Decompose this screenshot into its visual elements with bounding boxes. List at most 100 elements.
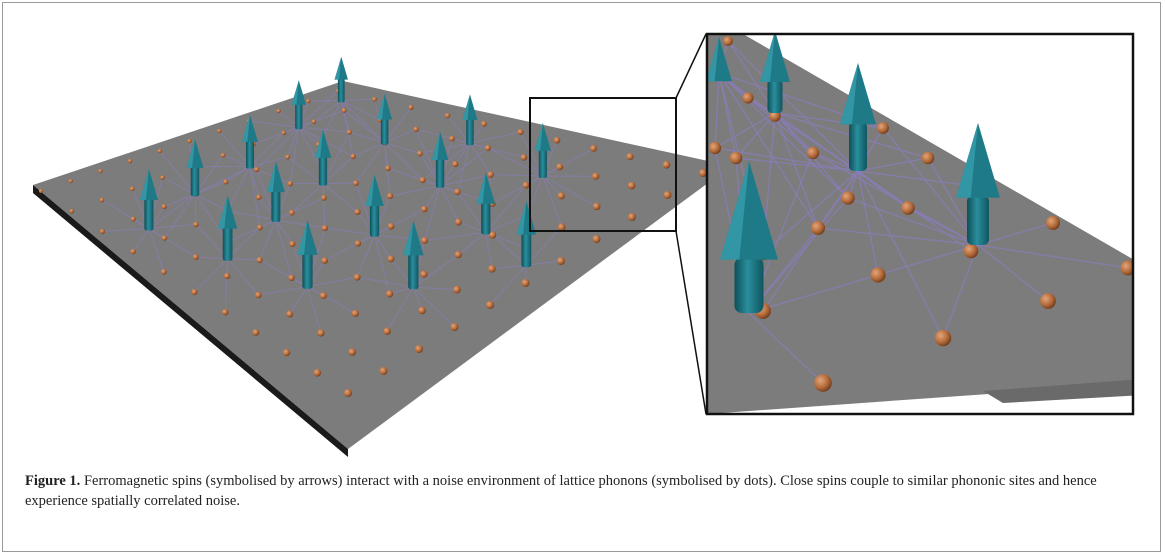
phonon-dot bbox=[592, 172, 600, 180]
inset-phonon-dot bbox=[901, 201, 915, 215]
inset-spin-arrow bbox=[760, 34, 790, 113]
phonon-dot bbox=[287, 180, 294, 187]
phonon-dot bbox=[557, 223, 566, 232]
phonon-dot bbox=[590, 144, 597, 152]
zoom-selection-box bbox=[529, 97, 677, 232]
spin-arrow bbox=[334, 56, 348, 103]
phonon-dot bbox=[387, 222, 395, 230]
phonon-dot bbox=[161, 204, 167, 210]
inset-phonon-dot bbox=[742, 92, 754, 104]
zoom-connector-top bbox=[675, 33, 707, 99]
phonon-dot bbox=[221, 308, 229, 316]
inset-spin-arrow bbox=[840, 63, 876, 171]
phonon-dot bbox=[286, 310, 294, 318]
inset-phonon-dot bbox=[814, 374, 832, 392]
phonon-dot bbox=[556, 163, 564, 171]
phonon-dot bbox=[553, 136, 561, 144]
phonon-dot bbox=[454, 188, 461, 196]
phonon-dot bbox=[127, 158, 133, 164]
phonon-dot bbox=[255, 291, 262, 299]
phonon-dot bbox=[346, 129, 352, 135]
phonon-dot bbox=[354, 240, 362, 247]
inset-phonon-dot bbox=[708, 141, 722, 155]
phonon-dot bbox=[481, 120, 487, 127]
inset-phonon-dot bbox=[934, 329, 952, 347]
spin-arrows bbox=[139, 56, 552, 290]
phonon-dot bbox=[557, 192, 565, 200]
phonon-dot bbox=[344, 389, 352, 397]
phonon-dot bbox=[348, 348, 357, 356]
phonon-dot bbox=[130, 248, 136, 255]
spin-arrow bbox=[314, 129, 332, 186]
inset-phonon-dot bbox=[841, 191, 855, 205]
phonon-dot bbox=[256, 194, 262, 200]
phonon-dot bbox=[351, 309, 359, 318]
phonon-dot bbox=[256, 256, 263, 264]
phonon-dot bbox=[276, 108, 281, 114]
phonon-dot bbox=[415, 345, 423, 353]
phonon-dot bbox=[408, 104, 414, 110]
phonon-dot bbox=[157, 148, 162, 154]
phonon-dot bbox=[419, 176, 426, 184]
phonon-dot bbox=[354, 208, 361, 216]
phonon-dot bbox=[592, 235, 601, 243]
phonon-dot bbox=[489, 231, 497, 239]
phonon-dot bbox=[383, 327, 391, 336]
phonon-dot bbox=[281, 130, 287, 136]
phonon-dot bbox=[449, 135, 455, 142]
spin-arrow bbox=[139, 169, 159, 231]
phonon-dot bbox=[626, 152, 634, 161]
slab-front-edge bbox=[33, 185, 348, 457]
phonon-dot bbox=[387, 192, 394, 200]
phonon-dot bbox=[421, 236, 429, 244]
phonon-dot bbox=[320, 194, 327, 201]
phonon-dot bbox=[192, 254, 199, 260]
inset-phonon-dot bbox=[806, 146, 820, 160]
phonon-dot bbox=[69, 208, 75, 214]
phonon-dot bbox=[417, 150, 423, 157]
phonon-dot bbox=[319, 292, 327, 300]
zoom-connector-bottom bbox=[675, 230, 707, 415]
phonon-dot bbox=[285, 154, 291, 160]
spin-arrow bbox=[462, 94, 478, 146]
phonon-dot bbox=[193, 221, 199, 228]
phonon-dot bbox=[517, 128, 524, 136]
phonon-dot bbox=[161, 235, 168, 241]
phonon-dot bbox=[454, 250, 462, 259]
spin-arrow bbox=[217, 195, 238, 261]
inset-phonon-dot bbox=[877, 122, 889, 134]
phonon-dot bbox=[662, 160, 671, 169]
zoom-inset bbox=[705, 32, 1135, 416]
phonon-dot bbox=[220, 152, 226, 158]
phonon-dot bbox=[187, 138, 192, 144]
phonon-dot bbox=[444, 112, 451, 119]
spin-arrow bbox=[377, 93, 393, 145]
spin-arrow bbox=[266, 161, 285, 222]
inset-spin-arrow bbox=[720, 161, 778, 313]
phonon-dot bbox=[488, 264, 496, 273]
phonon-dot bbox=[313, 368, 322, 377]
phonon-dot bbox=[379, 367, 388, 375]
inset-phonon-dot bbox=[729, 151, 743, 165]
spin-arrow bbox=[476, 172, 496, 235]
spin-arrow bbox=[534, 123, 552, 178]
phonon-dot bbox=[385, 165, 391, 172]
inset-phonon-dot bbox=[1040, 293, 1056, 309]
inset-phonon-dot bbox=[1046, 216, 1060, 230]
phonon-dot bbox=[160, 175, 165, 180]
phonon-dot bbox=[288, 209, 295, 216]
phonon-dot bbox=[321, 224, 328, 232]
phonon-dot bbox=[372, 96, 377, 102]
inset-phonon-dot bbox=[921, 151, 935, 165]
phonon-dot bbox=[191, 288, 198, 296]
zoom-inset-border bbox=[705, 32, 1135, 416]
phonon-dot bbox=[418, 306, 426, 315]
phonon-dot bbox=[627, 181, 636, 190]
inset-phonon-dot bbox=[769, 110, 781, 122]
phonon-dot bbox=[223, 179, 229, 185]
caption-text: Ferromagnetic spins (symbolised by arrow… bbox=[25, 473, 1097, 509]
inset-spin-arrows bbox=[707, 34, 1000, 313]
phonon-dot bbox=[557, 257, 565, 265]
phonon-dot bbox=[130, 216, 136, 222]
